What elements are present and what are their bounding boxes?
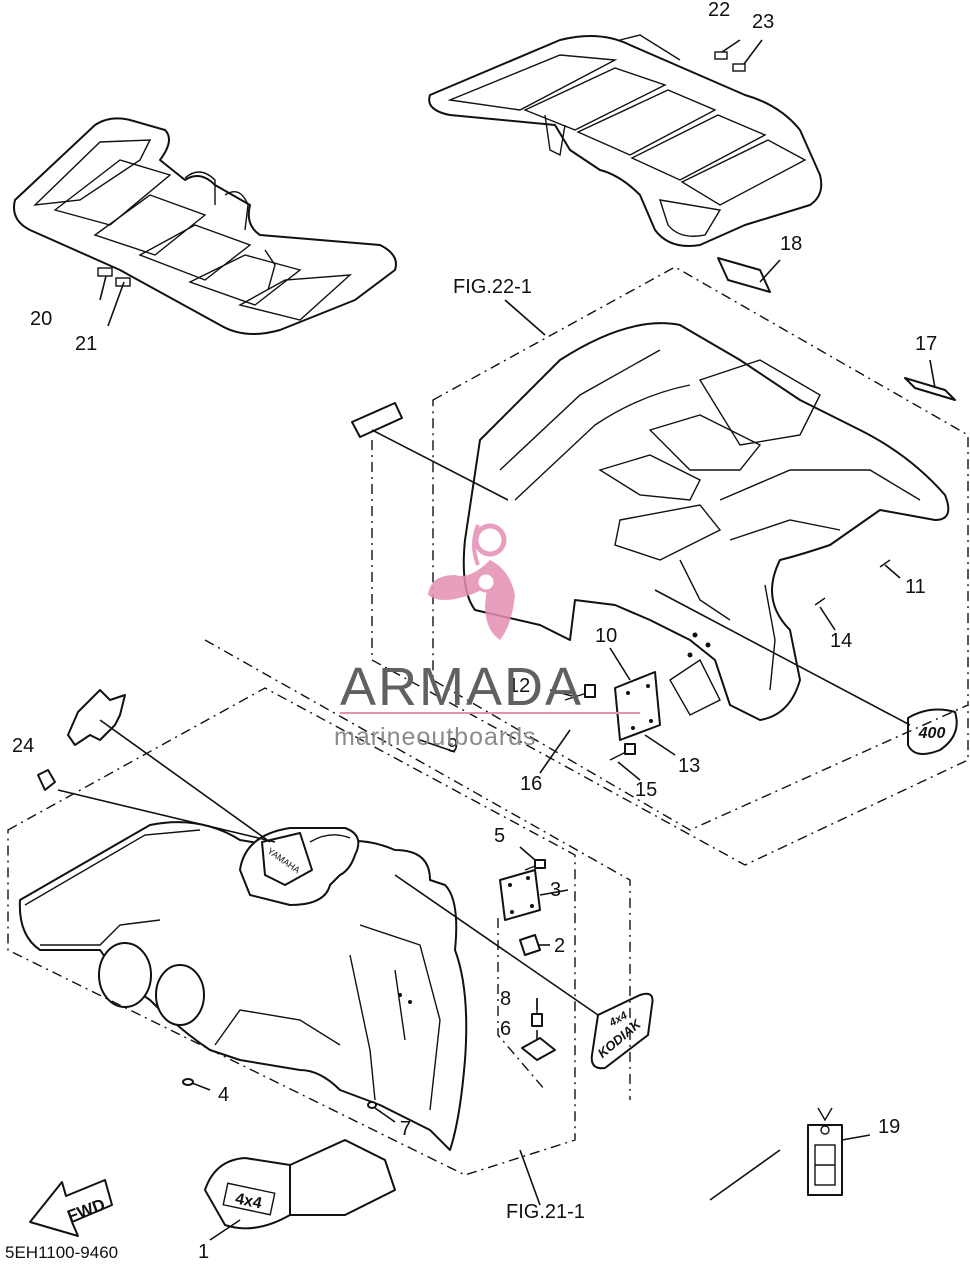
callout-19: 19	[878, 1116, 900, 1138]
callout-23: 23	[752, 11, 774, 33]
callout-5: 5	[494, 825, 505, 847]
bolt-part-12	[564, 684, 596, 701]
callout-12: 12	[508, 675, 530, 697]
front-badge-text: 4x4	[234, 1190, 264, 1212]
group-outline-front-back	[204, 639, 631, 1100]
part-code: 5EH1100-9460	[5, 1243, 118, 1260]
callout-21: 21	[75, 333, 97, 355]
part-2-clip	[519, 934, 541, 956]
watermark-brand: ARMADA	[340, 657, 583, 717]
callout-1: 1	[198, 1241, 209, 1260]
leader-lines	[57, 39, 936, 1241]
callout-2: 2	[554, 935, 565, 957]
callout-10: 10	[595, 625, 617, 647]
callout-16: 16	[520, 773, 542, 795]
decal-torn	[67, 689, 126, 746]
callout-14: 14	[830, 630, 852, 652]
callout-22: 22	[708, 0, 730, 21]
rear-badge-400: 400	[907, 708, 958, 755]
watermark-rule	[340, 712, 640, 714]
figure-ref-upper: FIG.22-1	[453, 276, 532, 298]
plate-part-6	[521, 1037, 556, 1061]
watermark-logo	[428, 523, 515, 640]
side-badge-kodiak: 4x4 KODIAK	[590, 992, 654, 1070]
callout-3: 3	[550, 879, 561, 901]
callout-24: 24	[12, 735, 34, 757]
plate-part-10	[614, 671, 661, 741]
part-24-clip	[37, 769, 56, 791]
decal-part-18	[717, 257, 771, 293]
front-fender	[18, 821, 468, 1151]
callout-8: 8	[500, 988, 511, 1010]
callout-labels: 22 23 20 21 18 17 11 14 10 12 13 15 16 9…	[5, 0, 937, 1263]
part-4-clip	[182, 1078, 194, 1086]
callout-7: 7	[400, 1118, 411, 1140]
group-outline-inner	[497, 918, 546, 1091]
part-7-clip	[367, 1101, 377, 1109]
bolt-part-15	[609, 743, 636, 761]
tank-cover: YAMAHA	[239, 827, 360, 906]
front-carrier-rack	[13, 117, 397, 335]
callout-13: 13	[678, 755, 700, 777]
bolt-part-5	[524, 859, 546, 871]
callout-17: 17	[915, 333, 937, 355]
callout-9: 9	[447, 735, 458, 757]
watermark-tagline: marineoutboards	[334, 723, 537, 751]
watermark: ARMADA marineoutboards	[334, 523, 640, 751]
part-11-clip	[879, 559, 891, 568]
decal-part-17	[904, 377, 956, 401]
plate-part-3	[499, 869, 541, 921]
group-outline-rear-back	[371, 440, 969, 866]
group-outline-front	[7, 687, 576, 1176]
callout-15: 15	[635, 779, 657, 801]
forward-arrow: FWD	[29, 1179, 113, 1237]
part-14-clip	[814, 597, 826, 606]
rear-carrier-rack	[428, 34, 823, 247]
fender-label	[351, 402, 403, 438]
rear-badge-text: 400	[918, 725, 946, 742]
callout-18: 18	[780, 233, 802, 255]
callout-11: 11	[905, 576, 926, 598]
figure-ref-lower: FIG.21-1	[506, 1201, 585, 1223]
front-badge-4x4: 4x4	[204, 1139, 396, 1230]
callout-4: 4	[218, 1084, 229, 1106]
rear-fender	[462, 322, 950, 721]
tag-part-19	[807, 1107, 843, 1196]
callout-20: 20	[30, 308, 52, 330]
callout-6: 6	[500, 1018, 511, 1040]
